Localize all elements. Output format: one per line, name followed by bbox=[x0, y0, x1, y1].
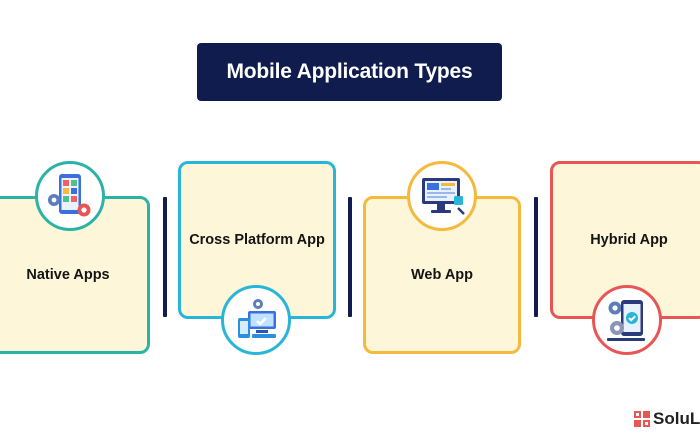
solulab-logo: SoluL bbox=[634, 409, 700, 429]
card-label: Web App bbox=[410, 267, 474, 283]
divider bbox=[163, 197, 167, 317]
hybrid-device-gear-icon bbox=[592, 285, 662, 355]
solulab-logo-icon bbox=[634, 411, 650, 427]
card-label: Native Apps bbox=[26, 267, 110, 283]
card-label: Hybrid App bbox=[590, 232, 668, 248]
card-label: Cross Platform App bbox=[189, 232, 325, 248]
divider bbox=[534, 197, 538, 317]
logo-text: SoluL bbox=[653, 409, 700, 428]
card-cross-platform-app: Cross Platform App bbox=[178, 161, 336, 319]
page-title: Mobile Application Types bbox=[197, 43, 502, 101]
monitor-web-icon bbox=[407, 161, 477, 231]
multi-device-icon bbox=[221, 285, 291, 355]
divider bbox=[348, 197, 352, 317]
phone-apps-gear-icon bbox=[35, 161, 105, 231]
